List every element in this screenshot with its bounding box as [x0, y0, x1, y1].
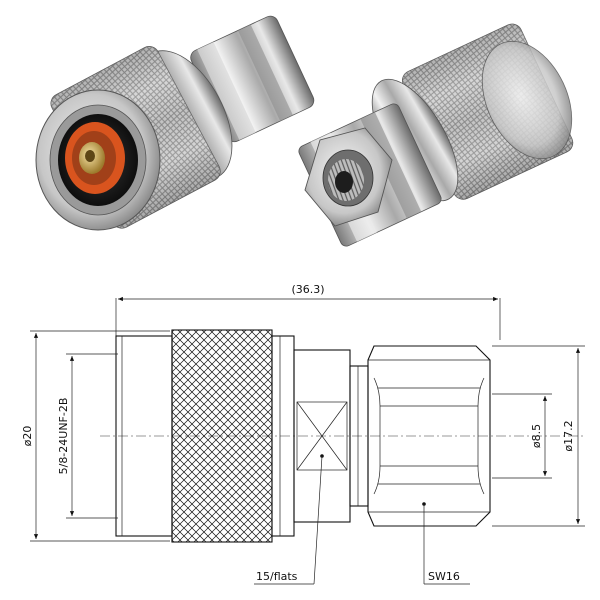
connector-photo-front: [35, 15, 315, 231]
connector-photo-rear: [298, 23, 574, 247]
flats-label: 15/flats: [256, 570, 298, 583]
bore-diameter-label: ø8.5: [530, 424, 543, 448]
wrench-size-label: SW16: [428, 570, 460, 583]
body-diameter-label: ø20: [21, 426, 34, 447]
technical-drawing: (36.3) ø20: [21, 283, 585, 585]
nut-diameter-label: ø17.2: [562, 420, 575, 451]
rear-hex-nut: [367, 345, 491, 527]
flats-leader: [313, 455, 323, 585]
thread-label: 5/8-24UNF-2B: [57, 398, 70, 475]
knurled-body: [171, 329, 273, 543]
overall-length-label: (36.3): [291, 283, 324, 296]
